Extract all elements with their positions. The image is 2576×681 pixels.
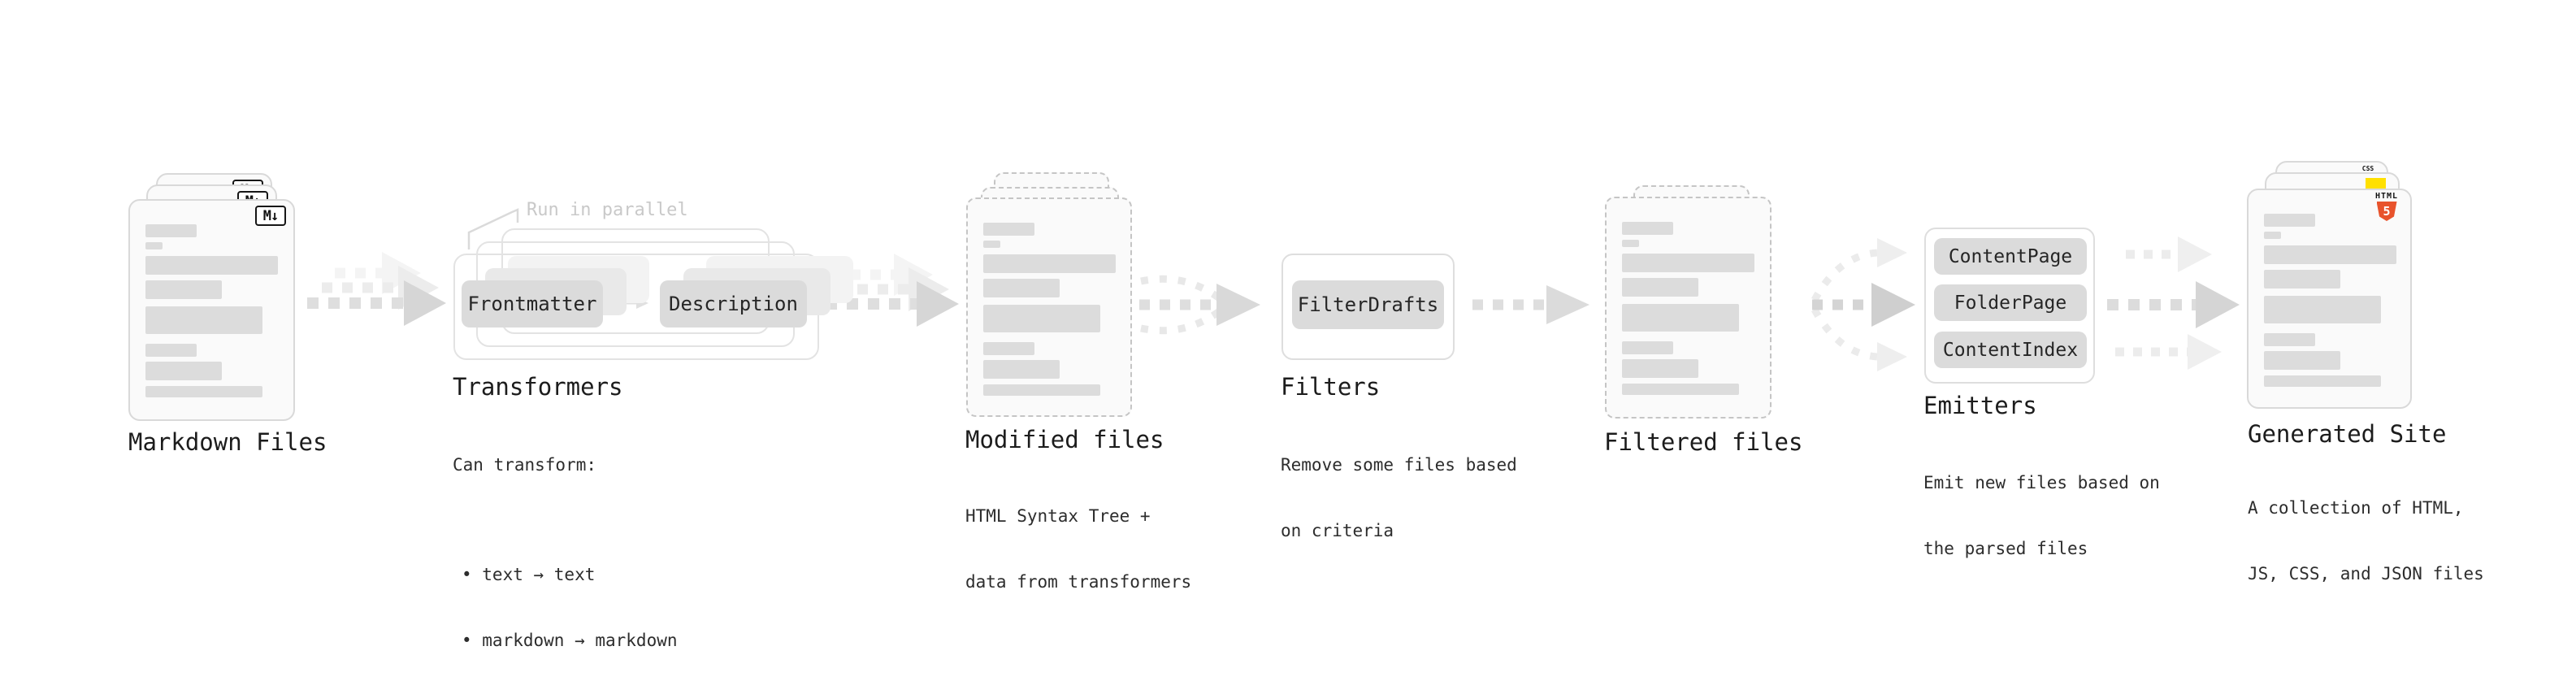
placeholder-bar [983, 241, 1000, 248]
placeholder-bar [145, 224, 197, 237]
filters-title: Filters [1281, 373, 1381, 401]
modified-files-desc: HTML Syntax Tree + data from transformer… [965, 462, 1191, 637]
markdown-file-card: M↓ [128, 199, 295, 421]
placeholder-bar [2264, 245, 2396, 264]
desc-line: on criteria [1281, 521, 1394, 540]
folderpage-pill: FolderPage [1934, 284, 2087, 321]
html5-icon: HTML 5 [2370, 193, 2404, 221]
file-content-placeholder [968, 223, 1130, 396]
modified-file-card [966, 197, 1132, 417]
placeholder-bar [1622, 341, 1673, 354]
placeholder-bar [2264, 232, 2281, 239]
filtered-files-title: Filtered files [1604, 428, 1803, 456]
description-pill: Description [660, 280, 807, 327]
placeholder-bar [145, 306, 262, 334]
placeholder-bar [1622, 222, 1673, 235]
placeholder-bar [1622, 384, 1739, 395]
desc-line: HTML Syntax Tree + [965, 506, 1151, 526]
placeholder-bar [983, 360, 1060, 379]
placeholder-bar [2264, 375, 2381, 387]
placeholder-bar [145, 344, 197, 357]
modified-files-title: Modified files [965, 426, 1164, 453]
placeholder-bar [1622, 359, 1698, 378]
placeholder-bar [983, 342, 1034, 355]
contentindex-pill: ContentIndex [1934, 332, 2087, 368]
placeholder-bar [145, 256, 278, 275]
html5-icon-shield: 5 [2376, 202, 2397, 221]
css-icon-label: CSS [2361, 165, 2374, 172]
placeholder-bar [983, 384, 1100, 396]
filterdrafts-pill: FilterDrafts [1292, 280, 1444, 329]
desc-line: Can transform: [453, 455, 597, 475]
filters-desc: Remove some files based on criteria [1281, 410, 1517, 586]
placeholder-bar [145, 362, 222, 380]
filtered-file-card [1605, 197, 1772, 419]
placeholder-bar [1622, 304, 1739, 332]
desc-line: data from transformers [965, 572, 1192, 592]
placeholder-bar [2264, 351, 2340, 370]
frontmatter-pill: Frontmatter [462, 280, 603, 327]
placeholder-bar [1622, 254, 1754, 272]
placeholder-bar [983, 279, 1060, 297]
placeholder-bar [2264, 333, 2315, 346]
file-content-placeholder [130, 224, 293, 397]
html5-icon-word: HTML [2374, 192, 2399, 201]
placeholder-bar [2264, 270, 2340, 288]
file-content-placeholder [1607, 222, 1770, 395]
placeholder-bar [983, 223, 1034, 236]
emitters-desc: Emit new files based on the parsed files [1923, 428, 2160, 604]
arrow-modified-to-filters [1139, 275, 1260, 335]
transformers-desc: Can transform: • text → text • markdown … [453, 410, 678, 681]
desc-line: A collection of HTML, [2248, 498, 2464, 518]
placeholder-bar [145, 280, 222, 299]
markdown-files-label: Markdown Files [128, 428, 327, 456]
placeholder-bar [1622, 278, 1698, 297]
markdown-icon: M↓ [255, 206, 286, 226]
desc-line: JS, CSS, and JSON files [2248, 564, 2484, 583]
placeholder-bar [2264, 296, 2381, 323]
bullet-line: • text → text [462, 565, 596, 584]
placeholder-bar [2264, 214, 2315, 227]
placeholder-bar [145, 242, 163, 249]
contentpage-pill: ContentPage [1934, 238, 2087, 275]
transformers-title: Transformers [453, 373, 623, 401]
arrow-filtered-to-emitters [1811, 238, 1915, 371]
desc-line: Remove some files based [1281, 455, 1517, 475]
emitters-title: Emitters [1923, 392, 2037, 419]
file-content-placeholder [2249, 214, 2410, 387]
desc-line: Emit new files based on [1923, 473, 2160, 492]
transform-bullets: • text → text • markdown → markdown • ht… [453, 520, 678, 681]
parallel-note: Run in parallel [527, 200, 688, 220]
arrow-filters-to-filtered [1472, 285, 1589, 324]
arrow-emitters-to-site [2107, 236, 2240, 370]
placeholder-bar [145, 386, 262, 397]
placeholder-bar [983, 305, 1100, 332]
arrow-markdown-to-transformers [307, 252, 446, 326]
bullet-line: • markdown → markdown [462, 631, 678, 650]
generated-site-title: Generated Site [2248, 420, 2447, 448]
generated-site-desc: A collection of HTML, JS, CSS, and JSON … [2248, 453, 2484, 629]
html-file-card: HTML 5 [2247, 189, 2412, 409]
placeholder-bar [983, 254, 1116, 273]
desc-line: the parsed files [1923, 539, 2088, 558]
placeholder-bar [1622, 240, 1639, 247]
